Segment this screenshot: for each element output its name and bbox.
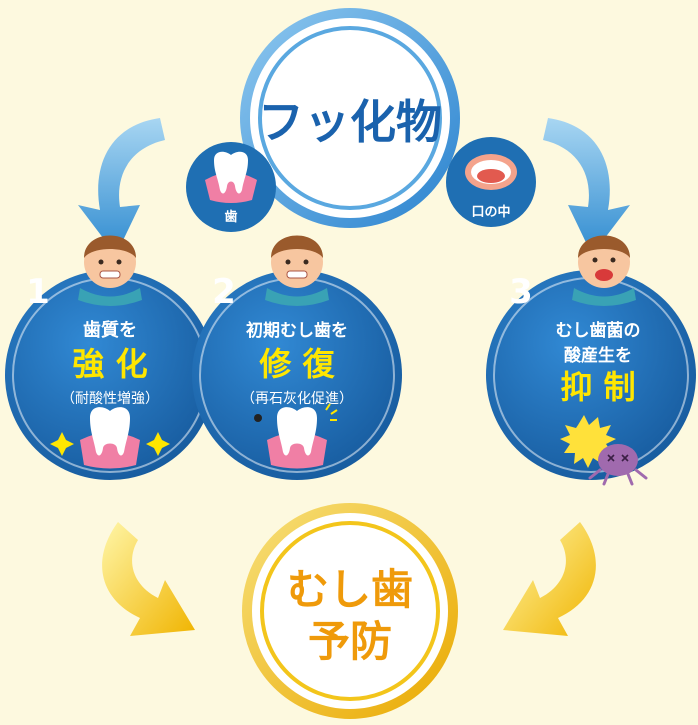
prevention-line1: むし歯	[287, 565, 413, 614]
effect-1-line1: 歯質を	[83, 319, 137, 341]
effect-3-line2: 酸産生を	[564, 345, 632, 366]
prevention-line2: 予防	[308, 617, 392, 666]
effect-2-circle: 2 初期むし歯を 修 復 （再石灰化促進）	[192, 270, 402, 480]
gold-arrow-right	[503, 522, 596, 636]
effect-2-number: 2	[212, 272, 236, 312]
gold-arrow-left	[102, 522, 195, 636]
effect-2-highlight: 修 復	[258, 345, 335, 383]
effect-3-line1: むし歯菌の	[556, 320, 641, 341]
fluoride-circle: フッ化物	[240, 8, 460, 228]
mouth-icon	[465, 154, 517, 190]
strong-tooth-icon	[80, 407, 140, 469]
sparkle-icon	[50, 432, 170, 456]
tooth-badge-label: 歯	[224, 209, 237, 225]
effect-1-sub: （耐酸性増強）	[61, 391, 159, 407]
boy-icon-2	[265, 235, 329, 306]
boy-icon-1	[78, 235, 142, 306]
blue-arrow-left	[78, 118, 165, 255]
boy-icon-3	[572, 235, 636, 306]
effect-1-number: 1	[26, 272, 50, 312]
repaired-tooth-icon	[254, 403, 338, 469]
effect-1-circle: 1 歯質を 強 化 （耐酸性増強）	[5, 270, 215, 480]
mouth-badge-label: 口の中	[471, 204, 510, 220]
tooth-badge: 歯	[186, 142, 276, 232]
fluoride-title: フッ化物	[258, 95, 442, 149]
blue-arrow-right	[543, 118, 630, 255]
effect-2-sub: （再石灰化促進）	[241, 391, 353, 407]
tooth-gum-icon	[205, 151, 257, 203]
mouth-badge: 口の中	[446, 137, 536, 227]
effect-3-highlight: 抑 制	[560, 368, 635, 406]
effect-3-number: 3	[509, 272, 533, 312]
prevention-circle: むし歯 予防	[242, 503, 458, 719]
germ-icon	[560, 415, 648, 486]
effect-2-line1: 初期むし歯を	[246, 320, 348, 341]
effect-1-highlight: 強 化	[72, 345, 147, 383]
effect-3-circle: 3 むし歯菌の 酸産生を 抑 制	[486, 270, 696, 486]
